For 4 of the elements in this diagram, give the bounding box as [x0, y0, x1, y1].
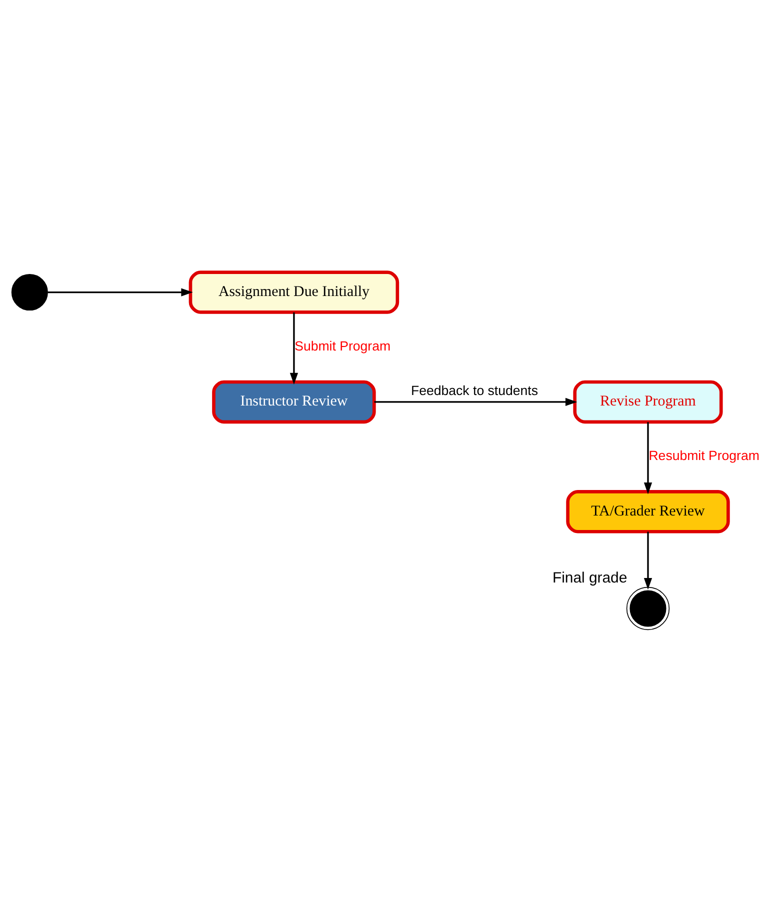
node-label: Final grade [552, 569, 628, 586]
edge-label: Resubmit Program [648, 447, 760, 462]
edge-label: Feedback to students [411, 382, 538, 398]
edge-label: Submit Program [294, 338, 391, 353]
